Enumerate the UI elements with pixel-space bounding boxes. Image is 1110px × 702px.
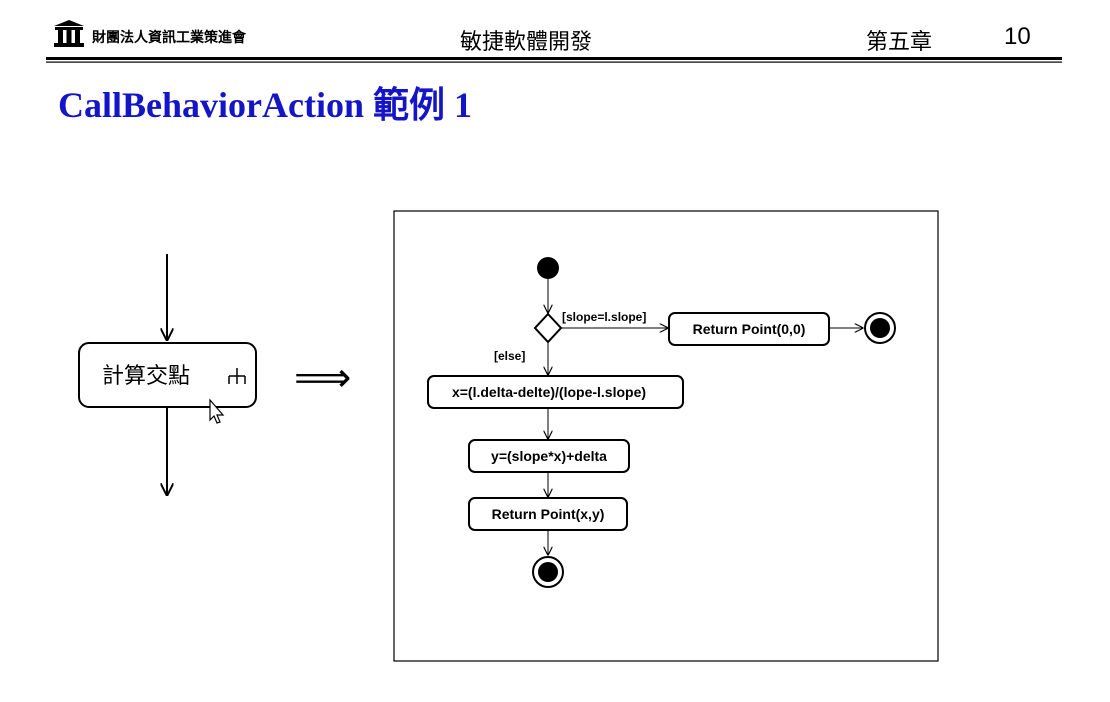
page-number: 10 [1004,23,1031,50]
guard-else: [else] [494,349,525,363]
course-title: 敏捷軟體開發 [460,30,593,55]
org-logo-icon [54,20,84,47]
rake-icon [228,368,246,384]
activity-frame [393,210,939,662]
activity-final-node-bottom [532,556,564,588]
chapter-label: 第五章 [866,30,933,55]
activity-final-node-top [864,312,896,344]
initial-node [537,257,559,279]
action-return-origin-label: Return Point(0,0) [693,321,806,337]
implies-symbol: ⟹ [294,355,351,401]
action-return-origin[interactable] [668,312,830,346]
header-rule [46,57,1062,63]
mouse-cursor-icon [209,398,225,424]
action-compute-y-label: y=(slope*x)+delta [491,448,607,464]
call-action-label: 計算交點 [102,364,190,389]
guard-slope-equal: [slope=l.slope] [562,310,646,324]
org-name: 財團法人資訊工業策進會 [92,30,246,46]
slide-title: CallBehaviorAction 範例 1 [58,85,472,125]
action-compute-x-label: x=(l.delta-delte)/(lope-l.slope) [452,384,646,400]
action-return-point-label: Return Point(x,y) [492,506,605,522]
left-call-diagram: 計算交點 [78,254,257,495]
action-compute-x[interactable] [427,375,684,409]
activity-diagram: [slope=l.slope] Return Point(0,0) [else]… [393,210,939,662]
action-compute-y[interactable] [468,439,630,473]
